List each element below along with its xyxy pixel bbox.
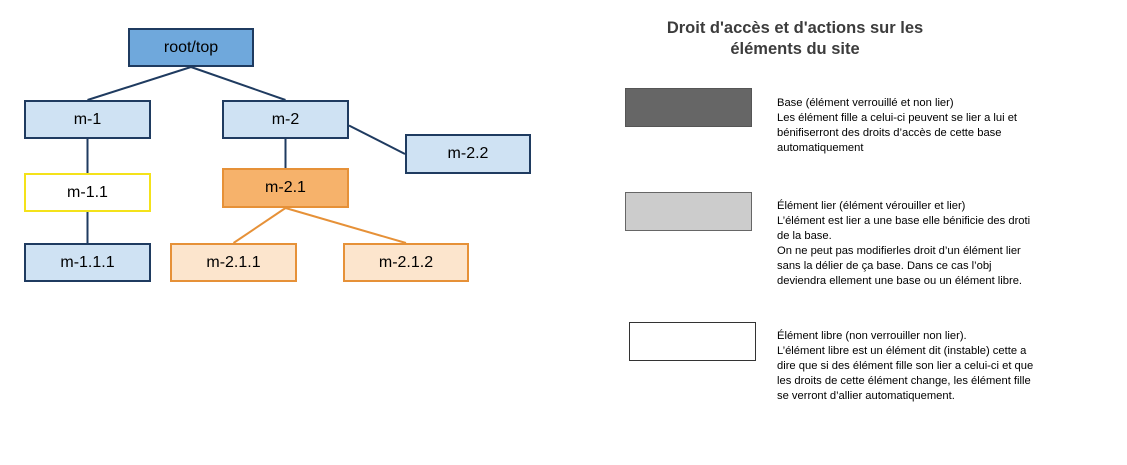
legend-title: Droit d'accès et d'actions sur les éléme… — [666, 19, 924, 58]
node-m-1-1[interactable]: m-1.1 — [24, 173, 151, 212]
node-m-1-1-1[interactable]: m-1.1.1 — [24, 243, 151, 282]
legend-swatch-lier — [625, 192, 752, 231]
node-m-1[interactable]: m-1 — [24, 100, 151, 139]
node-m-2-1-2[interactable]: m-2.1.2 — [343, 243, 469, 282]
edge-m2-m22 — [348, 124, 406, 155]
node-m-2-1[interactable]: m-2.1 — [222, 168, 349, 208]
legend-text-lier: Élément lier (élément vérouiller et lier… — [777, 200, 1031, 287]
legend-text-base: Base (élément verrouillé et non lier) Le… — [777, 97, 1018, 154]
edge-m21-m211 — [232, 207, 287, 244]
node-m-2[interactable]: m-2 — [222, 100, 349, 139]
node-root-top[interactable]: root/top — [128, 28, 254, 67]
edge-m21-m212 — [285, 207, 407, 244]
legend-text-libre: Élément libre (non verrouiller non lier)… — [777, 330, 1034, 402]
edge-root-m1 — [87, 66, 192, 101]
node-m-2-2[interactable]: m-2.2 — [405, 134, 531, 174]
node-m-2-1-1[interactable]: m-2.1.1 — [170, 243, 297, 282]
legend-swatch-base — [625, 88, 752, 127]
edge-root-m2 — [190, 66, 286, 101]
legend-swatch-libre — [629, 322, 756, 361]
